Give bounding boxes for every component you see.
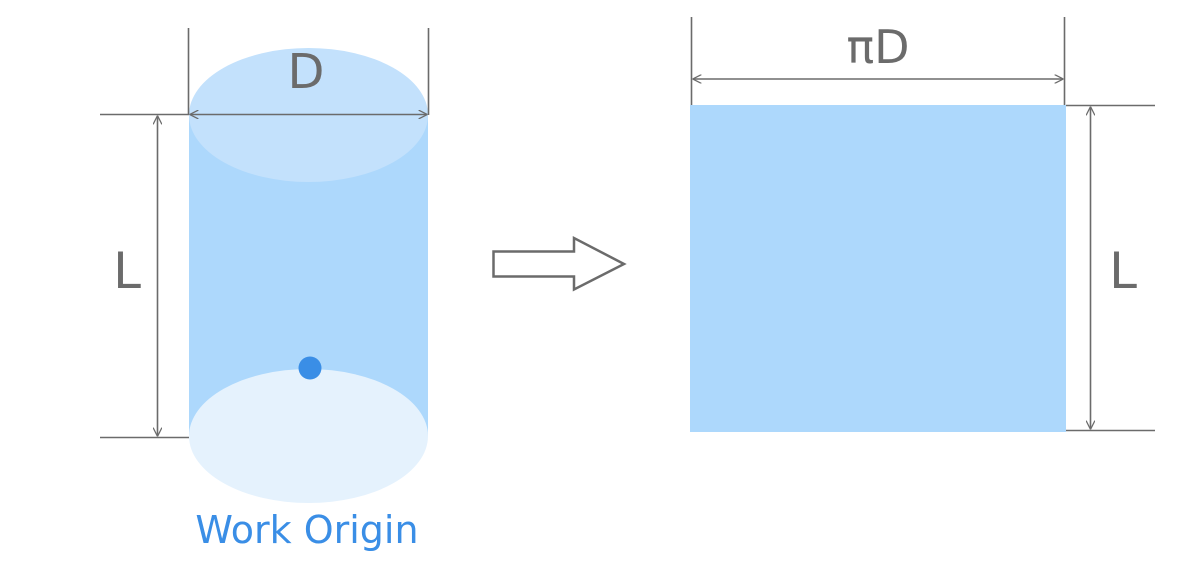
- unwrapped-width-dimension: πD: [690, 17, 1066, 105]
- cylinder-length-label: L: [113, 242, 141, 300]
- transform-arrow-icon: [492, 235, 627, 292]
- unwrapped-surface: [690, 105, 1066, 432]
- cylinder-diameter-dimension: D: [187, 28, 430, 115]
- unwrapped-height-label: L: [1109, 242, 1137, 300]
- cylinder-length-dimension: L: [100, 113, 189, 439]
- unwrapped-width-label: πD: [846, 20, 909, 74]
- work-origin-dot: [298, 356, 322, 380]
- unwrapped-height-dimension: L: [1066, 104, 1155, 432]
- cylinder: [189, 48, 428, 503]
- diameter-label: D: [288, 44, 325, 100]
- work-origin-caption: Work Origin: [195, 508, 418, 552]
- cylinder-bottom-face: [189, 369, 428, 503]
